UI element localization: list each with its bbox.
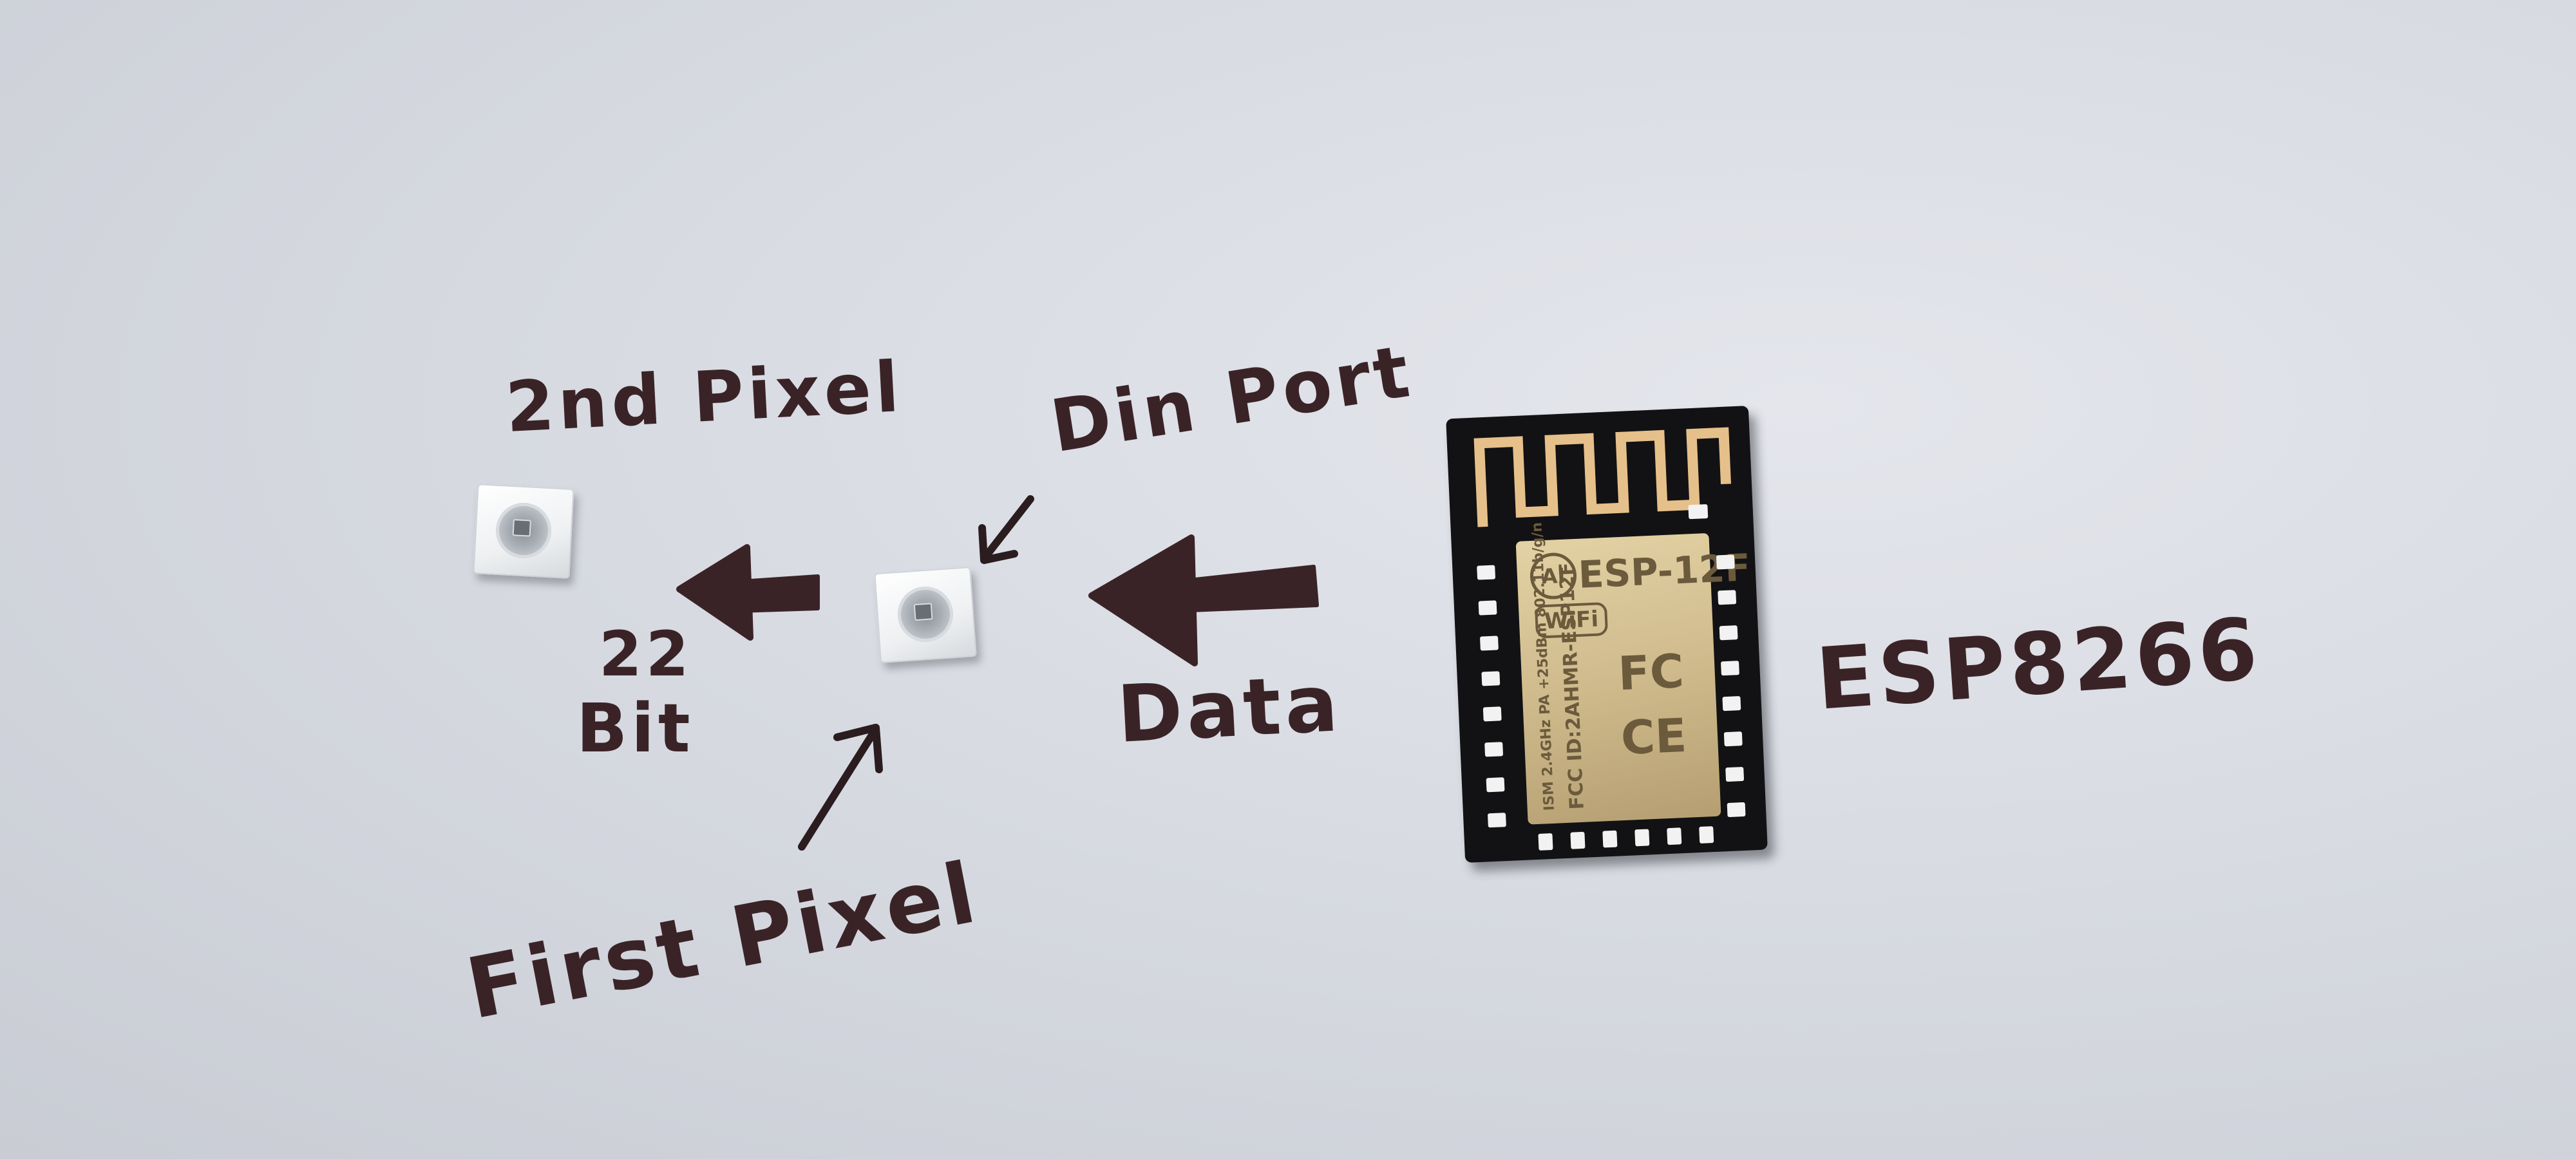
castellated-pad	[1634, 829, 1650, 847]
castellated-pad	[1716, 554, 1735, 570]
castellated-pad	[1727, 802, 1746, 818]
castellated-pad	[1477, 565, 1496, 580]
led-first-pixel	[874, 566, 977, 664]
arrow-first-pixel-icon	[798, 724, 883, 851]
castellated-pad	[1699, 826, 1714, 844]
castellated-pad	[1482, 706, 1502, 722]
castellated-pad	[1479, 636, 1499, 651]
castellated-pad	[1602, 830, 1618, 848]
arrow-din-port-icon	[978, 495, 1034, 564]
castellated-pad	[1719, 625, 1738, 641]
led-die	[512, 519, 531, 537]
pcb-antenna-icon	[1473, 427, 1731, 527]
fcc-id-text: FCC ID:2AHMR-ESP12F	[1555, 561, 1589, 811]
castellated-pad	[1725, 766, 1745, 782]
castellated-pad	[1538, 833, 1553, 851]
castellated-pad	[1722, 696, 1741, 711]
castellated-pad	[1721, 661, 1739, 676]
castellated-pad	[1718, 590, 1737, 605]
arrow-to-2nd-pixel-icon	[676, 544, 820, 641]
label-bit: Bit	[576, 689, 694, 768]
module-model: ESP-12F	[1577, 545, 1752, 597]
led-2nd-pixel	[473, 484, 574, 579]
castellated-pad	[1484, 742, 1504, 757]
metal-shield: AI ESP-12F WiFi FC CE FCC ID:2AHMR-ESP12…	[1515, 522, 1751, 825]
castellated-pad	[1478, 600, 1497, 616]
label-22: 22	[599, 618, 693, 690]
ce-mark: CE	[1620, 708, 1688, 766]
led-die	[913, 603, 933, 621]
fc-mark: FC	[1616, 643, 1685, 701]
big-arrow-left-icon	[1088, 534, 1319, 666]
castellated-pad	[1723, 731, 1743, 747]
castellated-pad	[1487, 813, 1506, 828]
castellated-pad	[1570, 831, 1586, 849]
castellated-pad	[1486, 777, 1505, 793]
esp12f-module: AI ESP-12F WiFi FC CE FCC ID:2AHMR-ESP12…	[1446, 406, 1768, 863]
castellated-pad	[1481, 671, 1501, 686]
castellated-pad	[1667, 827, 1682, 845]
